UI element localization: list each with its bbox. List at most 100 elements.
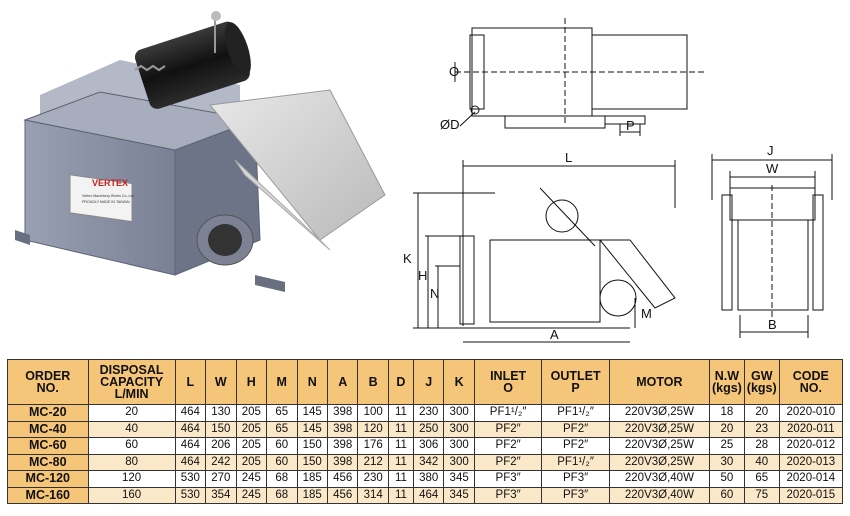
column-header: K xyxy=(443,359,475,405)
order-number-cell: MC-40 xyxy=(7,420,89,438)
column-header-line: CAPACITY xyxy=(100,375,164,389)
table-cell: 2020-013 xyxy=(778,453,844,471)
plate-line-1: Vertex Machinery Works Co.,Ltd. xyxy=(82,194,134,198)
side-view-drawing: L K H N A M xyxy=(403,150,676,343)
label-h: H xyxy=(418,268,427,283)
column-header-line: O xyxy=(503,381,513,395)
order-number-cell: MC-120 xyxy=(7,470,89,488)
table-cell: 11 xyxy=(387,437,414,455)
table-cell: PF2″ xyxy=(473,420,543,438)
table-cell: PF2″ xyxy=(473,453,543,471)
table-cell: PF3″ xyxy=(473,470,543,488)
table-cell: 398 xyxy=(326,404,359,422)
label-k: K xyxy=(403,251,412,266)
table-cell: 60 xyxy=(87,437,176,455)
column-header: A xyxy=(326,359,359,405)
table-cell: 11 xyxy=(387,453,414,471)
column-header: H xyxy=(235,359,268,405)
table-cell: 185 xyxy=(296,486,328,504)
table-cell: PF2″ xyxy=(473,437,543,455)
table-cell: 212 xyxy=(357,453,389,471)
table-cell: 354 xyxy=(205,486,237,504)
table-cell: 250 xyxy=(412,420,445,438)
column-header: N xyxy=(296,359,328,405)
table-cell: 65 xyxy=(266,420,298,438)
table-cell: 11 xyxy=(387,420,414,438)
table-cell: 314 xyxy=(357,486,389,504)
table-cell: 245 xyxy=(235,470,268,488)
column-header-line: W xyxy=(214,375,227,389)
table-cell: PF3″ xyxy=(541,486,610,504)
table-cell: 20 xyxy=(87,404,176,422)
order-number-cell: MC-160 xyxy=(7,486,89,504)
table-cell: 150 xyxy=(296,437,328,455)
column-header: M xyxy=(266,359,298,405)
column-header-line: N xyxy=(307,375,317,389)
table-cell: 398 xyxy=(326,420,359,438)
table-cell: PF1¹/₂″ xyxy=(541,453,610,471)
table-cell: PF1¹/₂″ xyxy=(473,404,543,422)
label-d: ØD xyxy=(440,117,460,132)
label-a: A xyxy=(550,327,559,342)
table-cell: 75 xyxy=(743,486,780,504)
table-cell: 11 xyxy=(387,470,414,488)
column-header-line: K xyxy=(454,375,464,389)
table-cell: PF3″ xyxy=(473,486,543,504)
table-cell: PF2″ xyxy=(541,420,610,438)
table-cell: 40 xyxy=(743,453,780,471)
table-cell: 25 xyxy=(709,437,745,455)
table-cell: 230 xyxy=(412,404,445,422)
table-cell: 220V3Ø,40W xyxy=(608,470,711,488)
table-cell: PF2″ xyxy=(541,437,610,455)
table-cell: 380 xyxy=(412,470,445,488)
plate-line-2: PROUDLY MADE IN TAIWAN xyxy=(82,200,130,204)
table-cell: 2020-014 xyxy=(778,470,844,488)
table-cell: 300 xyxy=(443,437,475,455)
table-cell: 150 xyxy=(205,420,237,438)
table-cell: 20 xyxy=(743,404,780,422)
table-cell: 220V3Ø,25W xyxy=(608,453,711,471)
table-cell: 530 xyxy=(174,470,207,488)
table-cell: 185 xyxy=(296,470,328,488)
table-cell: 456 xyxy=(326,486,359,504)
table-cell: 242 xyxy=(205,453,237,471)
table-cell: 50 xyxy=(709,470,745,488)
table-cell: 456 xyxy=(326,470,359,488)
table-cell: 100 xyxy=(357,404,389,422)
column-header-line: ORDER xyxy=(25,369,71,383)
column-header-line: (kgs) xyxy=(746,381,777,395)
table-cell: 464 xyxy=(174,453,207,471)
table-cell: 160 xyxy=(87,486,176,504)
table-cell: 464 xyxy=(412,486,445,504)
column-header: GW(kgs) xyxy=(743,359,780,405)
label-m: M xyxy=(641,306,652,321)
table-cell: 65 xyxy=(266,404,298,422)
table-cell: 80 xyxy=(87,453,176,471)
column-header-line: H xyxy=(246,375,256,389)
column-header-line: P xyxy=(571,381,580,395)
table-cell: 18 xyxy=(709,404,745,422)
order-number-cell: MC-60 xyxy=(7,437,89,455)
table-cell: 345 xyxy=(443,470,475,488)
column-header-line: N.W xyxy=(714,369,740,383)
label-w: W xyxy=(766,161,779,176)
table-cell: 11 xyxy=(387,486,414,504)
table-cell: PF3″ xyxy=(541,470,610,488)
column-header-line: D xyxy=(396,375,406,389)
column-header-line: NO. xyxy=(799,381,822,395)
table-cell: 2020-015 xyxy=(778,486,844,504)
label-p: P xyxy=(626,118,635,133)
table-cell: 30 xyxy=(709,453,745,471)
column-header: B xyxy=(357,359,389,405)
table-cell: 150 xyxy=(296,453,328,471)
